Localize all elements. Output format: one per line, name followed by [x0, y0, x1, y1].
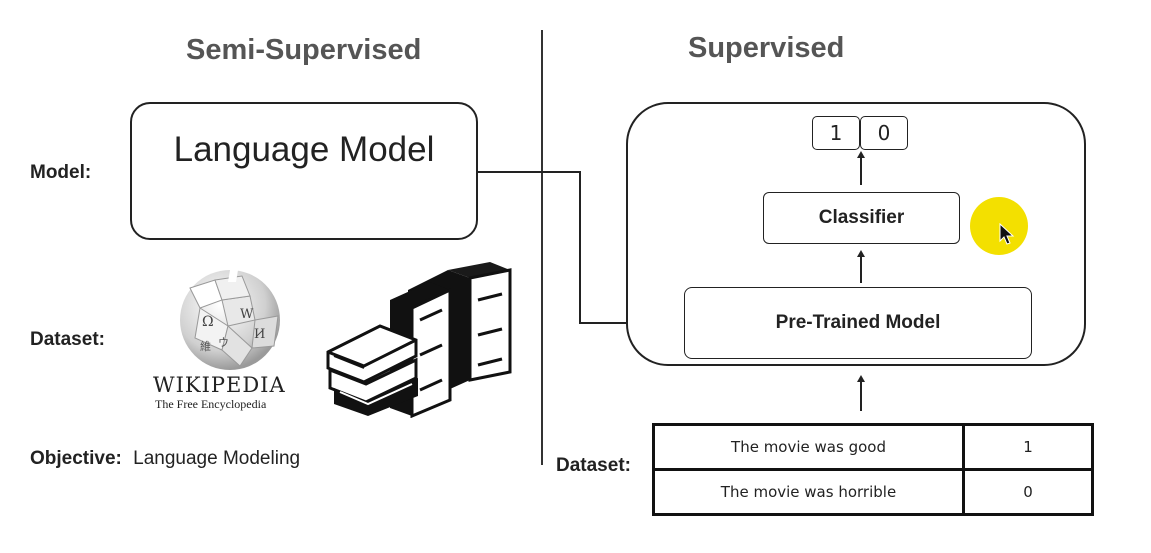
dataset-label-cell: 0 — [962, 468, 1094, 516]
objective-value: Language Modeling — [133, 448, 301, 469]
books-icon — [326, 262, 512, 418]
svg-text:И: И — [254, 327, 265, 342]
arrow-line — [860, 157, 862, 185]
output-value-box: 0 — [860, 116, 908, 150]
arrow-head — [857, 375, 865, 382]
svg-text:Ω: Ω — [202, 314, 214, 330]
arrow-head — [857, 151, 865, 158]
wikipedia-tagline: The Free Encyclopedia — [155, 397, 267, 411]
dataset-label-cell: 1 — [962, 423, 1094, 471]
dataset-table: The movie was good 1 The movie was horri… — [652, 423, 1094, 516]
section-divider — [541, 30, 543, 465]
connector-line — [579, 171, 581, 324]
supervised-heading: Supervised — [688, 32, 845, 64]
arrow-line — [860, 256, 862, 283]
arrow-head — [857, 250, 865, 257]
objective-row: Objective: Language Modeling — [30, 448, 300, 470]
output-value-box: 1 — [812, 116, 860, 150]
classifier-box: Classifier — [763, 192, 960, 244]
dataset-text-cell: The movie was horrible — [652, 468, 965, 516]
pretrained-model-label: Pre-Trained Model — [775, 312, 941, 333]
svg-text:維: 維 — [200, 340, 211, 353]
table-row: The movie was good 1 — [652, 423, 1094, 471]
semi-supervised-heading: Semi-Supervised — [186, 34, 422, 66]
cursor-icon — [999, 223, 1015, 245]
pretrained-model-box: Pre-Trained Model — [684, 287, 1032, 359]
language-model-text: Language Model — [173, 130, 435, 169]
wikipedia-globe-icon: Ω W И ウ 維 — [180, 270, 280, 370]
arrow-line — [860, 381, 862, 411]
objective-label: Objective: — [30, 448, 122, 469]
dataset-label-right: Dataset: — [556, 455, 631, 476]
dataset-label-left: Dataset: — [30, 329, 105, 350]
svg-text:ウ: ウ — [218, 336, 229, 349]
table-row: The movie was horrible 0 — [652, 468, 1094, 516]
classifier-label: Classifier — [818, 207, 905, 228]
connector-line — [478, 171, 581, 173]
cursor-highlight — [970, 197, 1028, 255]
wikipedia-wordmark: WIKIPEDIA — [153, 373, 286, 397]
model-label: Model: — [30, 162, 92, 183]
language-model-box: Language Model — [130, 102, 478, 240]
dataset-text-cell: The movie was good — [652, 423, 965, 471]
svg-text:W: W — [240, 307, 254, 322]
